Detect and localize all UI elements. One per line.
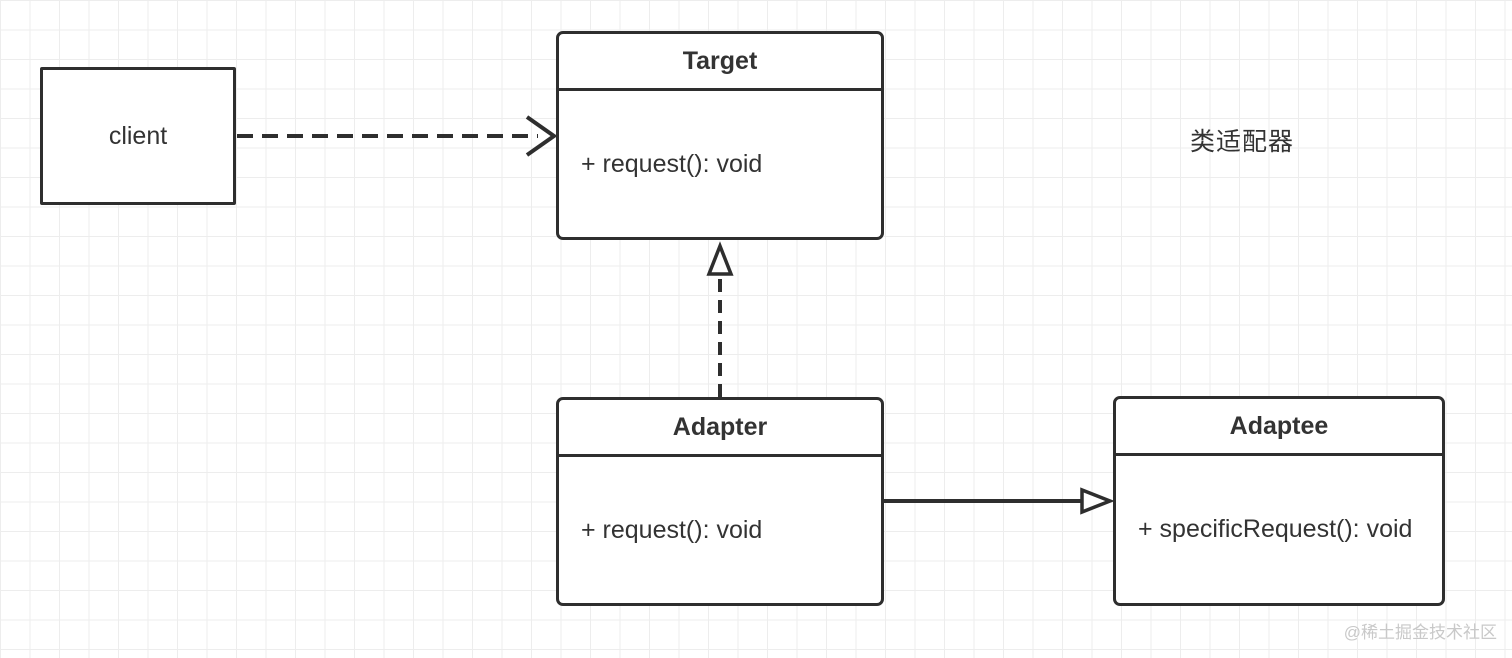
node-adaptee-body: + specificRequest(): void xyxy=(1116,456,1442,603)
node-target-title: Target xyxy=(559,34,881,91)
node-adapter-title: Adapter xyxy=(559,400,881,457)
node-adapter-body: + request(): void xyxy=(559,457,881,603)
node-adaptee-title: Adaptee xyxy=(1116,399,1442,456)
node-client: client xyxy=(40,67,236,205)
edge-dependency-client-target xyxy=(237,115,558,157)
hollow-triangle-arrowhead-icon xyxy=(706,241,734,276)
node-adapter-method: + request(): void xyxy=(581,515,763,544)
node-adapter: Adapter + request(): void xyxy=(556,397,884,606)
node-adaptee: Adaptee + specificRequest(): void xyxy=(1113,396,1445,606)
node-target: Target + request(): void xyxy=(556,31,884,240)
node-client-label: client xyxy=(108,121,168,150)
node-adaptee-method: + specificRequest(): void xyxy=(1138,515,1413,543)
watermark: @稀土掘金技术社区 xyxy=(1343,623,1497,642)
diagram-annotation: 类适配器 xyxy=(1190,128,1295,156)
node-target-method: + request(): void xyxy=(581,149,763,178)
node-target-body: + request(): void xyxy=(559,91,881,237)
edge-generalization-adapter-adaptee xyxy=(884,487,1115,515)
open-arrowhead-icon xyxy=(525,115,558,157)
edge-realization-adapter-target xyxy=(706,241,734,397)
hollow-triangle-arrowhead-icon xyxy=(1080,487,1115,515)
